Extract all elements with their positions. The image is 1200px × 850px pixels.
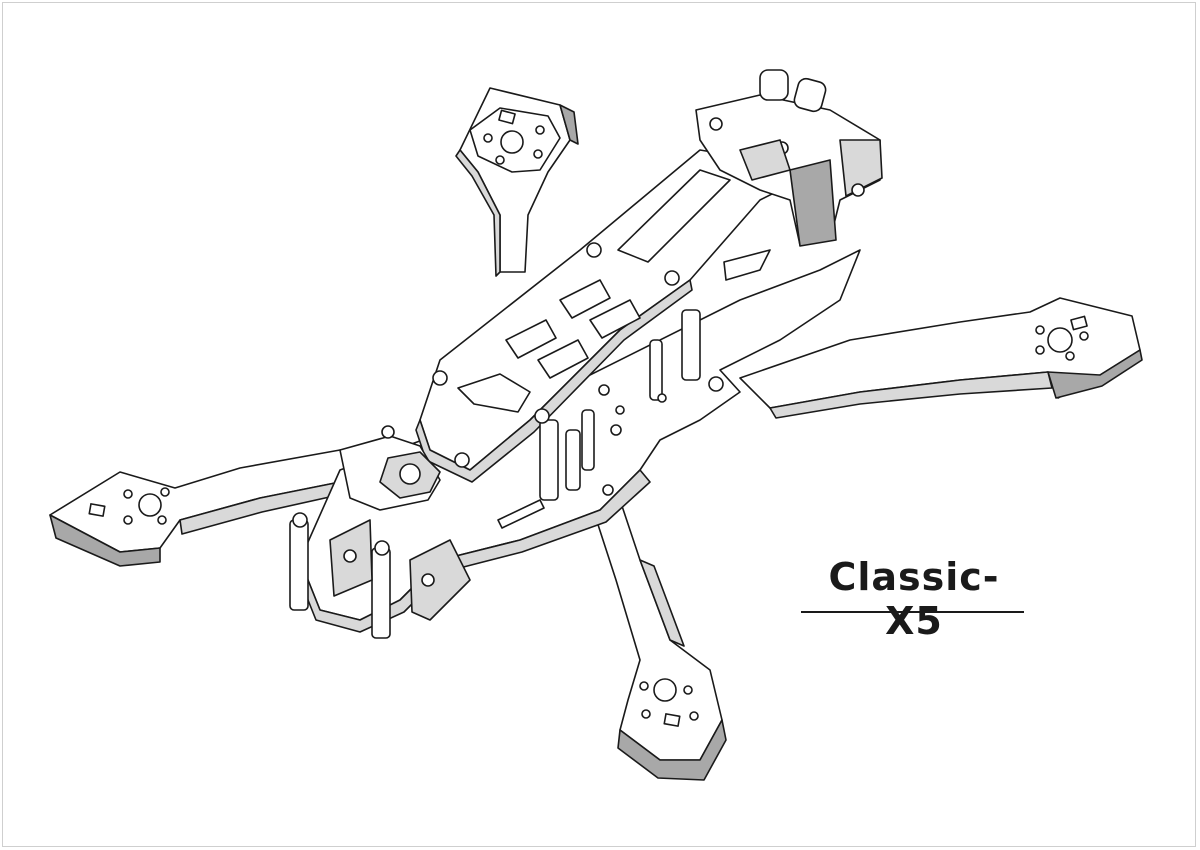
top-plate-cutout [505, 319, 557, 359]
top-plate-cutout [537, 339, 589, 379]
motor-mount-slot [663, 713, 681, 727]
motor-center-hole [653, 678, 677, 702]
front-right-arm [739, 297, 1143, 419]
top-plate-slot [617, 169, 731, 263]
screw-head [598, 384, 610, 396]
screw-head [586, 242, 602, 258]
top-plate [415, 149, 801, 483]
screw-head [454, 452, 470, 468]
screw-head [708, 376, 724, 392]
standoff [289, 519, 309, 611]
antenna-mount [793, 77, 827, 113]
motor-center-hole [500, 130, 524, 154]
screw-head [610, 424, 622, 436]
motor-mount-slot [88, 503, 106, 517]
rear-right-arm [589, 499, 727, 781]
motor-center-hole [138, 493, 162, 517]
side-plates [329, 519, 471, 621]
screws [292, 242, 724, 556]
standoff [565, 429, 581, 491]
standoff [649, 339, 663, 401]
motor-center-hole [1047, 327, 1073, 353]
screw-head [374, 540, 390, 556]
model-name-underline [801, 611, 1024, 613]
screw-head [534, 408, 550, 424]
screw-head [657, 393, 667, 403]
model-name-label: Classic-X5 [828, 555, 1000, 643]
motor-mount-slot [498, 109, 516, 125]
side-plate [409, 539, 471, 621]
rear-left-arm [49, 449, 353, 567]
top-plate-cutout [589, 299, 641, 339]
screw-head [615, 405, 625, 415]
standoff [539, 419, 559, 501]
camera-cage [695, 69, 883, 247]
motor-mount-slot [1070, 315, 1088, 331]
screw-head [381, 425, 395, 439]
standoffs [289, 309, 701, 639]
standoff [681, 309, 701, 381]
battery-strap-slot [457, 373, 531, 413]
screw-head [292, 512, 308, 528]
antenna-mount [759, 69, 789, 101]
back-left-arm [455, 87, 579, 277]
camera-mount-bracket [339, 435, 441, 511]
standoff [581, 409, 595, 471]
screw-head [602, 484, 614, 496]
standoff [371, 547, 391, 639]
screw-head [432, 370, 448, 386]
screw-head [664, 270, 680, 286]
top-plate-cutout [559, 279, 611, 319]
